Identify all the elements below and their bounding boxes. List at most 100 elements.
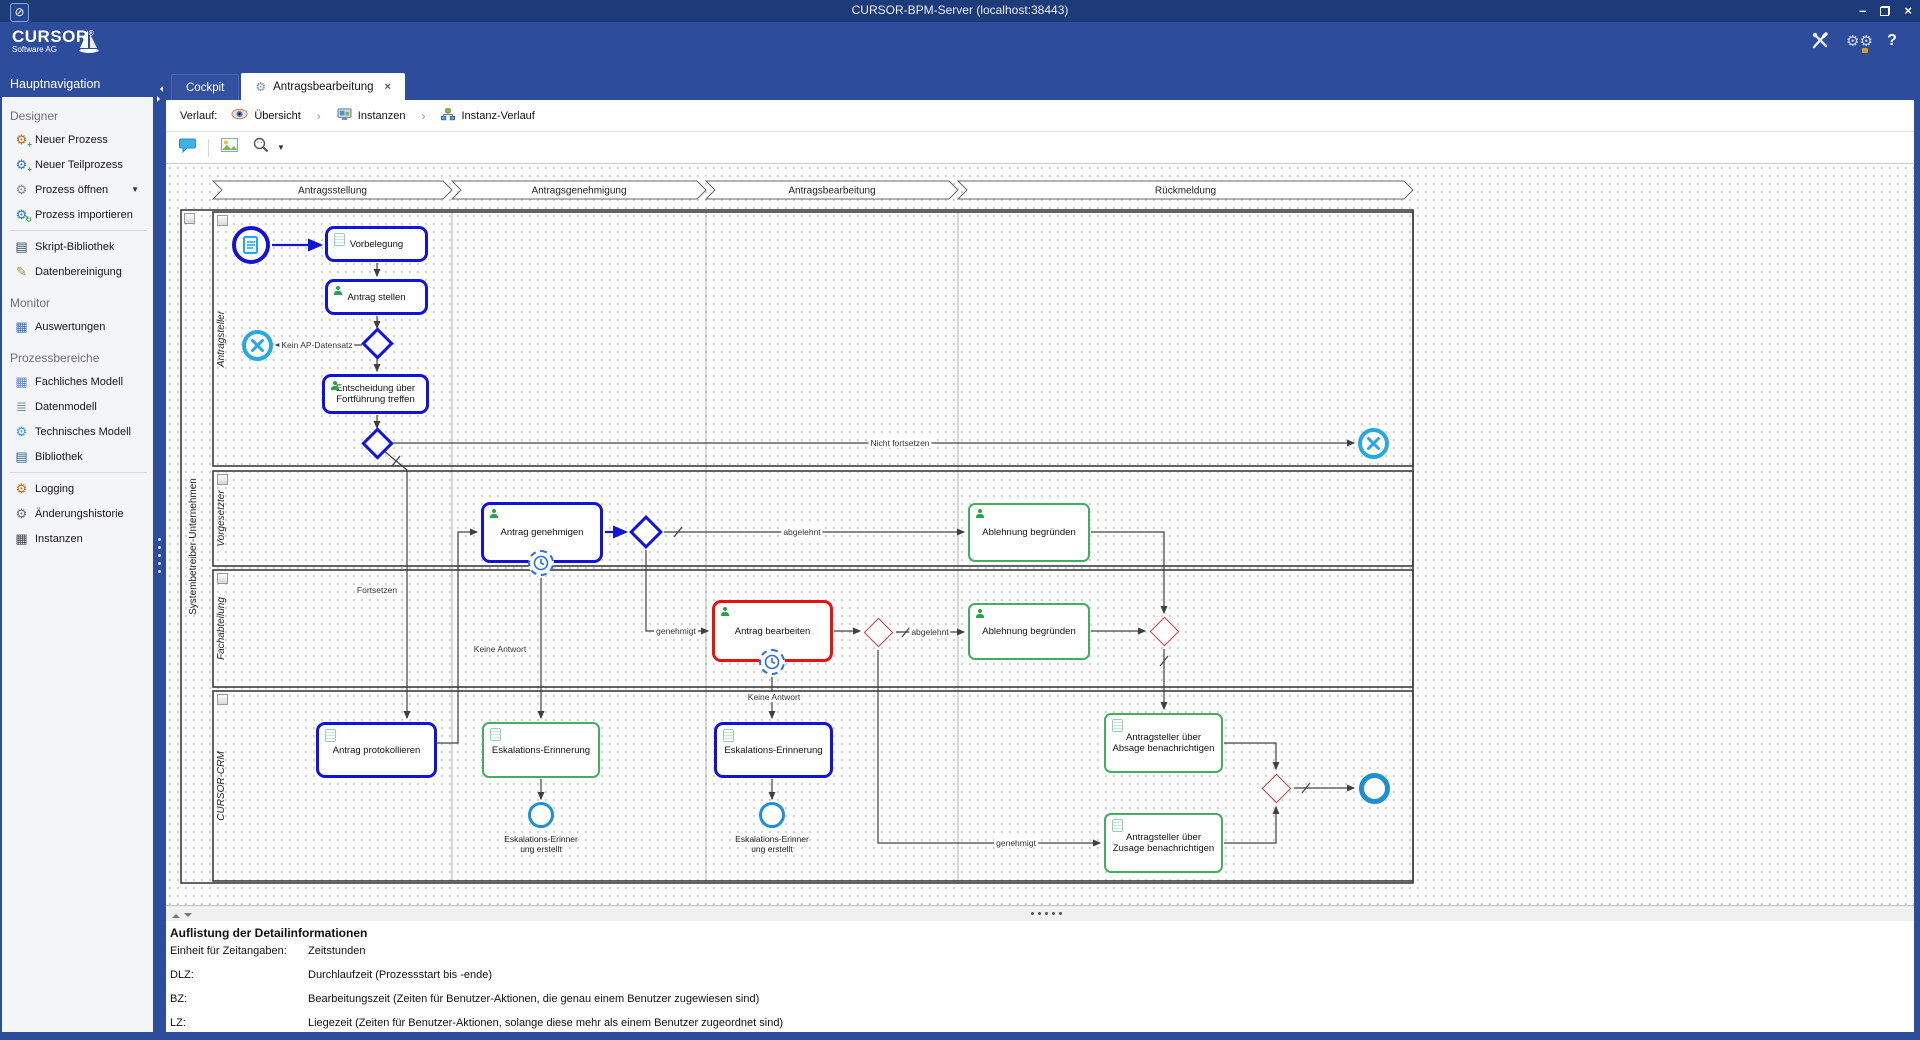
- window-title: CURSOR-BPM-Server (localhost:38443): [851, 3, 1069, 17]
- person-icon: [976, 509, 984, 521]
- gateway-node[interactable]: [1149, 616, 1179, 646]
- org-chart-icon: [441, 107, 456, 124]
- help-icon[interactable]: ?: [1887, 32, 1897, 49]
- chevron-down-icon[interactable]: ▼: [277, 143, 285, 152]
- restore-button[interactable]: [1880, 6, 1891, 16]
- endplain-event-node[interactable]: [1358, 772, 1390, 804]
- panel-splitter[interactable]: [166, 905, 1914, 922]
- collapse-left-icon[interactable]: [157, 86, 163, 92]
- breadcrumb-label: Instanzen: [357, 109, 406, 122]
- toolbar-divider: [208, 138, 209, 157]
- pool-collapse-checkbox[interactable]: [184, 213, 195, 224]
- lane-collapse-checkbox[interactable]: [217, 474, 228, 485]
- timer-boundary-event[interactable]: [759, 649, 785, 675]
- task-label: Entscheidung über Fortführung treffen: [335, 383, 416, 405]
- import-process-icon: ⚙↻: [15, 207, 32, 224]
- sidebar-item-data-cleanup[interactable]: ✎Datenbereinigung: [2, 259, 153, 284]
- breadcrumb-item[interactable]: Übersicht: [227, 106, 304, 125]
- endx-event-node[interactable]: [1357, 427, 1389, 459]
- phase-header: [450, 180, 707, 200]
- sidebar-item-label: Neuer Teilprozess: [35, 158, 123, 171]
- collapse-panel-icon[interactable]: [184, 913, 192, 921]
- close-button[interactable]: ×: [1904, 3, 1912, 18]
- breadcrumb-item[interactable]: Instanzen: [333, 106, 410, 126]
- task-node[interactable]: Antrag protokollieren: [316, 722, 437, 778]
- task-node[interactable]: Entscheidung über Fortführung treffen: [322, 374, 429, 414]
- sidebar-item-data-model[interactable]: ≣ Datenmodell: [2, 394, 153, 419]
- data-model-icon: ≣: [16, 399, 27, 414]
- task-node[interactable]: Vorbelegung: [325, 226, 428, 262]
- tools-icon[interactable]: [1810, 32, 1830, 52]
- svg-text:CURSOR-CRM: CURSOR-CRM: [216, 751, 227, 821]
- sidebar-item-library[interactable]: ▤ Bibliothek: [2, 444, 153, 469]
- timer-boundary-event[interactable]: [528, 550, 554, 576]
- splitter-drag-handle[interactable]: [1031, 912, 1062, 915]
- sidebar-item-instances[interactable]: ▦Instanzen: [2, 526, 153, 551]
- sidebar-item-reports[interactable]: ▦Auswertungen: [2, 314, 153, 339]
- breadcrumb-item[interactable]: Instanz-Verlauf: [437, 106, 538, 126]
- logging-icon: ⚙: [15, 481, 28, 496]
- lane-collapse-checkbox[interactable]: [217, 573, 228, 584]
- mid-event-node[interactable]: [759, 802, 785, 828]
- tab-bar: Cockpit⚙Antragsbearbeitung×: [166, 72, 1914, 100]
- sidebar-item-new-process[interactable]: ⚙+Neuer Prozess: [2, 127, 153, 152]
- zoom-button[interactable]: [249, 136, 273, 160]
- task-node[interactable]: Ablehnung begründen: [968, 603, 1090, 660]
- flow-label: genehmigt: [994, 838, 1038, 848]
- task-node[interactable]: Eskalations-Erinnerung: [482, 722, 600, 778]
- library-icon: ▤: [15, 449, 28, 464]
- sidebar-item-open-process[interactable]: ⚙Prozess öffnen▼: [2, 177, 153, 202]
- admin-gears-icon[interactable]: ⚙⚙: [1846, 32, 1873, 53]
- detail-term: BZ:: [170, 993, 188, 1005]
- expand-panel-icon[interactable]: [172, 910, 180, 918]
- task-label: Antrag genehmigen: [500, 527, 584, 538]
- sidebar-item-logging[interactable]: ⚙ Logging: [2, 476, 153, 501]
- start-event-node[interactable]: [232, 226, 270, 264]
- tab-antragsbearbeitung[interactable]: ⚙Antragsbearbeitung×: [241, 73, 405, 100]
- task-node[interactable]: Antragsteller über Absage benachrichtige…: [1104, 713, 1223, 773]
- task-node[interactable]: Antrag stellen: [325, 279, 428, 315]
- gateway-node[interactable]: [629, 515, 663, 549]
- sidebar-item-label: Bibliothek: [35, 450, 83, 463]
- gateway-node[interactable]: [360, 326, 394, 360]
- phase-header: [956, 180, 1414, 200]
- script-icon: [1112, 719, 1123, 735]
- task-label: Antrag stellen: [347, 291, 406, 303]
- sidebar-item-new-subprocess[interactable]: ⚙+Neuer Teilprozess: [2, 152, 153, 177]
- mid-event-node[interactable]: [528, 802, 554, 828]
- sidebar-item-label: Logging: [35, 482, 75, 495]
- gateway-node[interactable]: [863, 617, 893, 647]
- gateway-node[interactable]: [1261, 773, 1291, 803]
- sidebar-collapse-strip[interactable]: [153, 72, 166, 1032]
- endx-event-node[interactable]: [241, 329, 273, 361]
- chevron-down-icon[interactable]: ▼: [131, 185, 139, 194]
- lane-vorgesetzter[interactable]: [212, 470, 1414, 567]
- person-icon: [331, 381, 339, 393]
- flow-label: genehmigt: [654, 626, 698, 636]
- sidebar-item-script-library[interactable]: ▤Skript-Bibliothek: [2, 234, 153, 259]
- data-cleanup-icon: ✎: [16, 264, 27, 279]
- lane-cursor-crm[interactable]: [212, 690, 1414, 882]
- sidebar-item-technical-model[interactable]: ⚙Technisches Modell: [2, 419, 153, 444]
- sidebar-item-label: Datenmodell: [35, 400, 97, 413]
- sidebar-item-change-history[interactable]: ⚙Änderungshistorie: [2, 501, 153, 526]
- script-library-icon: ▤: [15, 239, 28, 254]
- new-process-icon: ⚙+: [15, 132, 32, 149]
- task-node[interactable]: Eskalations-Erinnerung: [714, 722, 833, 778]
- collapse-right-icon[interactable]: [157, 96, 163, 102]
- sidebar-item-import-process[interactable]: ⚙↻Prozess importieren: [2, 202, 153, 227]
- sidebar-item-business-model[interactable]: ▦Fachliches Modell: [2, 369, 153, 394]
- tab-cockpit[interactable]: Cockpit: [171, 74, 240, 100]
- tab-close-icon[interactable]: ×: [384, 80, 391, 93]
- new-subprocess-icon: ⚙+: [15, 157, 32, 174]
- comment-button[interactable]: [176, 136, 200, 160]
- image-button[interactable]: [217, 136, 241, 160]
- task-node[interactable]: Antragsteller über Zusage benachrichtige…: [1104, 813, 1223, 873]
- lane-collapse-checkbox[interactable]: [217, 694, 228, 705]
- minimize-button[interactable]: –: [1859, 3, 1867, 18]
- task-node[interactable]: Ablehnung begründen: [968, 503, 1090, 562]
- lane-collapse-checkbox[interactable]: [217, 215, 228, 226]
- person-icon: [721, 607, 729, 619]
- gateway-node[interactable]: [360, 426, 394, 460]
